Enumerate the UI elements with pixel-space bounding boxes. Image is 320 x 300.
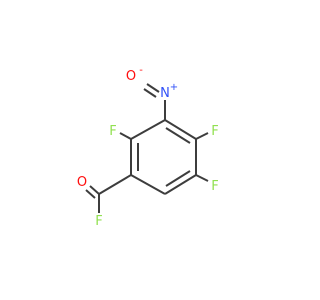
bonds (85, 83, 209, 213)
bond-ring-c5-c6-inner (165, 170, 191, 187)
charge-o-minus: - (139, 65, 143, 76)
bond-c5-f (195, 174, 209, 182)
atom-f-ring-right-bottom: F (211, 179, 218, 194)
bond-ring-c3-c4-inner (165, 127, 191, 144)
bond-n-o-double-1 (146, 83, 160, 93)
atom-f-ring-right-top: F (211, 124, 218, 139)
bond-c2-f (119, 132, 132, 140)
atom-labels: O - N + F F F O F (77, 65, 219, 229)
bond-acyl-c-o-2 (85, 189, 96, 199)
bond-ring-c2-c3 (130, 119, 166, 140)
atom-o-nitro: O (126, 69, 136, 84)
bond-c1-acyl-c (98, 174, 132, 195)
atom-n-nitro: N (160, 86, 170, 101)
charge-n-plus: + (170, 82, 178, 93)
bond-c4-f (195, 132, 209, 140)
bond-ring-c6-c1 (130, 174, 166, 195)
atom-f-acyl: F (95, 214, 102, 229)
atom-f-ring-left: F (109, 124, 116, 139)
bond-ring-c5-c6 (164, 174, 197, 195)
structure-diagram: O - N + F F F O F (77, 65, 219, 229)
bond-acyl-c-o-1 (89, 185, 100, 195)
atom-o-carbonyl: O (77, 175, 87, 190)
bond-ring-c3-c4 (164, 119, 197, 140)
bond-n-o-double-2 (143, 88, 157, 98)
